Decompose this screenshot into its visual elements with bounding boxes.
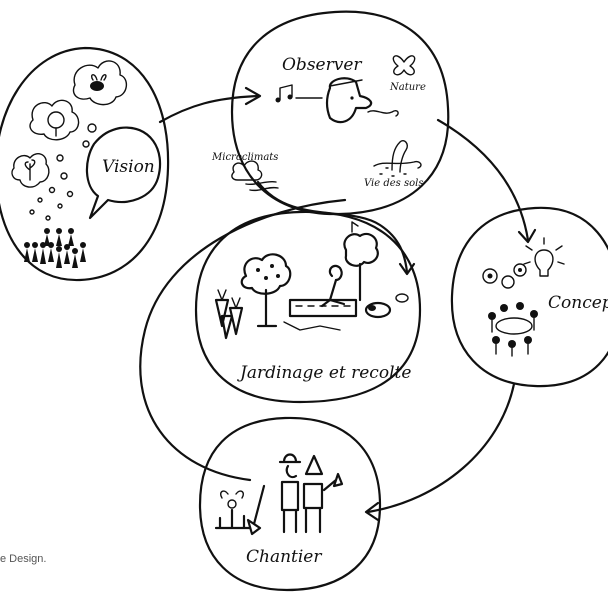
nature-label: Nature bbox=[389, 82, 426, 93]
jardinage-circle bbox=[194, 210, 422, 404]
tree-icon bbox=[47, 111, 65, 137]
small-tree-icon bbox=[343, 221, 379, 302]
worker-wizard-icon bbox=[302, 454, 344, 534]
chantier-circle bbox=[198, 416, 382, 592]
carrots-icon bbox=[214, 289, 244, 340]
music-notes-icon bbox=[275, 84, 293, 103]
cloud-wind-icon bbox=[231, 160, 279, 192]
shovel-icon bbox=[246, 484, 266, 536]
arrow-conception-to-chantier bbox=[364, 382, 516, 522]
plant-icon bbox=[24, 159, 36, 181]
vision-bubbles bbox=[11, 60, 162, 268]
garden-bed-icon bbox=[283, 298, 358, 331]
conception-label: Conceptio bbox=[548, 293, 608, 313]
microclimats-label: Microclimats bbox=[211, 152, 278, 163]
jardinage-label: Jardinage et recolte bbox=[237, 363, 411, 383]
harvest-basket-icon bbox=[364, 293, 409, 319]
arrow-chantier-to-jardinage-loop bbox=[139, 198, 347, 482]
butterfly-icon bbox=[392, 55, 416, 76]
seedlings-icon bbox=[214, 490, 252, 530]
conception-circle bbox=[450, 206, 608, 388]
meeting-table-icon bbox=[488, 302, 538, 357]
gears-icon bbox=[482, 263, 527, 289]
arrow-observer-to-conception bbox=[436, 118, 537, 244]
worker-hat-icon bbox=[278, 453, 302, 534]
chantier-label: Chantier bbox=[246, 547, 322, 567]
observer-label: Observer bbox=[282, 55, 362, 75]
vision-label: Vision bbox=[102, 157, 155, 177]
bee-icon bbox=[90, 74, 107, 91]
caption-text: e Design. bbox=[0, 553, 47, 565]
arrow-microclimats-to-jardinage bbox=[256, 180, 416, 276]
lightbulb-icon bbox=[523, 237, 565, 277]
vision-circle bbox=[0, 46, 170, 282]
observer-face-icon bbox=[325, 77, 373, 124]
worm-icon bbox=[373, 140, 422, 177]
garden-tree-icon bbox=[240, 253, 292, 328]
observer-nose-trail bbox=[367, 109, 399, 117]
arrow-vision-to-observer bbox=[158, 86, 262, 124]
crowd-icon bbox=[24, 228, 86, 268]
vie-des-sols-label: Vie des sols bbox=[364, 178, 423, 189]
